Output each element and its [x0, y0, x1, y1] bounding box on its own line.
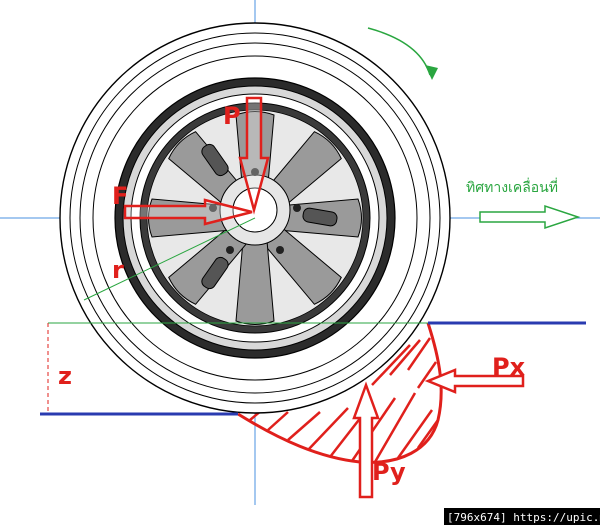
tire-ring-2 — [69, 32, 441, 404]
label-p: P — [223, 102, 241, 130]
rotation-arrow — [367, 27, 438, 80]
direction-arrow — [479, 204, 581, 230]
label-z: z — [58, 362, 72, 390]
watermark-text: [796x674] https://upic.me/ — [447, 511, 600, 524]
rim-lug-pads — [201, 143, 338, 290]
label-py: Py — [372, 458, 406, 486]
p-force-arrow — [238, 96, 270, 215]
radius-line — [83, 217, 256, 301]
tire-ring-3 — [79, 42, 431, 394]
px-force-arrow — [424, 368, 525, 394]
lug-nuts — [209, 168, 301, 254]
f-force-arrow — [123, 198, 253, 226]
watermark-background — [444, 508, 600, 525]
py-force-arrow — [352, 381, 380, 499]
pressure-distribution — [237, 322, 443, 464]
label-direction: ทิศทางเคลื่อนที่ — [466, 178, 558, 196]
pressure-hatching — [249, 337, 440, 463]
label-px: Px — [492, 353, 526, 381]
label-r: r — [112, 256, 124, 284]
tire-ring-4 — [92, 55, 418, 381]
label-f: F — [112, 182, 128, 210]
